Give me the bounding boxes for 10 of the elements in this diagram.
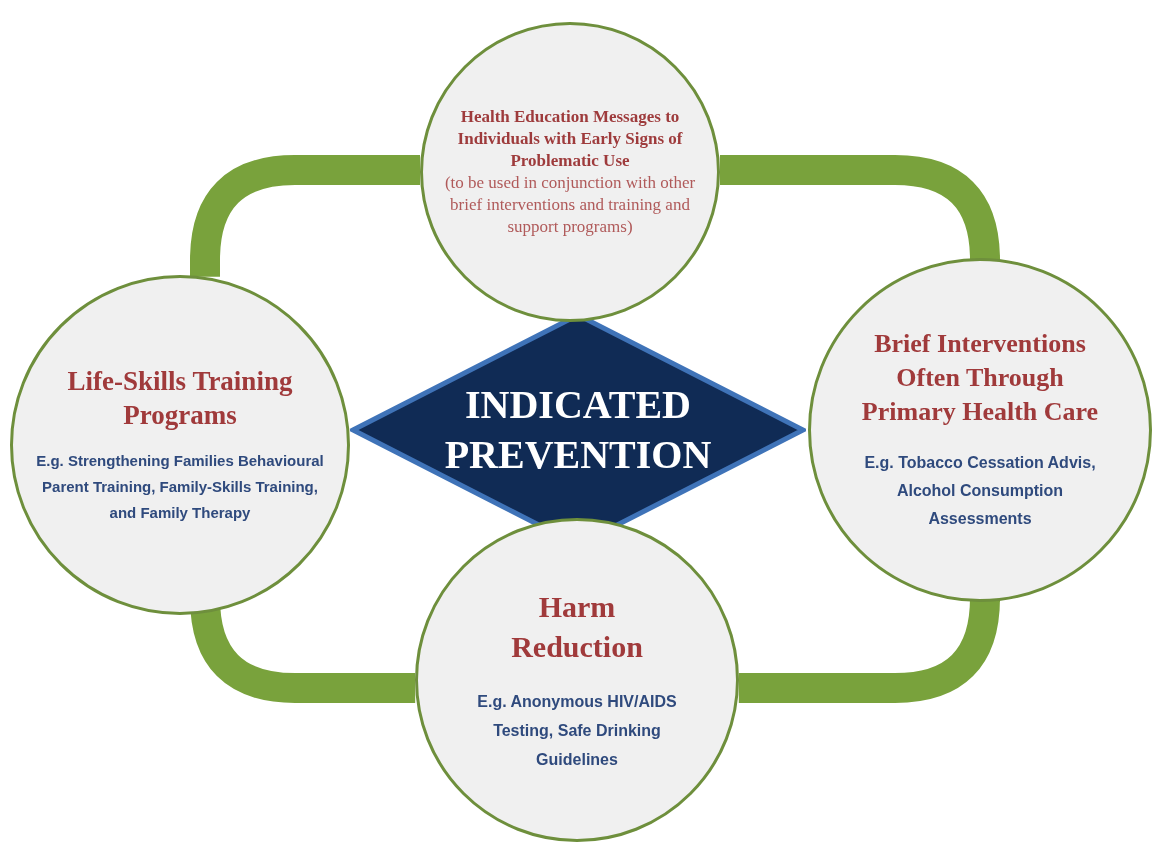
circle-description: E.g. Anonymous HIV/AIDS Testing, Safe Drinking Guidelines	[476, 691, 678, 770]
diamond-title: INDICATED PREVENTION	[443, 381, 713, 479]
ring-connector	[190, 155, 420, 277]
circle-heading: Brief Interventions Often Through Primary Health Care	[860, 328, 1100, 428]
circle-description: E.g. Strengthening Families Behavioural Parent Training, Family-Skills Training, and Family Therapy	[35, 451, 325, 523]
circle-description: E.g. Tobacco Cessation Advis, Alcohol Consumption Assessments	[863, 453, 1097, 529]
circle-description: (to be used in conjunction with other brief interventions and training and support programs)	[443, 172, 697, 238]
circle-heading: Harm Reduction	[510, 588, 644, 665]
circle-heading: Life-Skills Training Programs	[66, 365, 294, 432]
circle-heading: Health Education Messages to Individuals with Early Signs of Problematic Use	[456, 106, 684, 172]
